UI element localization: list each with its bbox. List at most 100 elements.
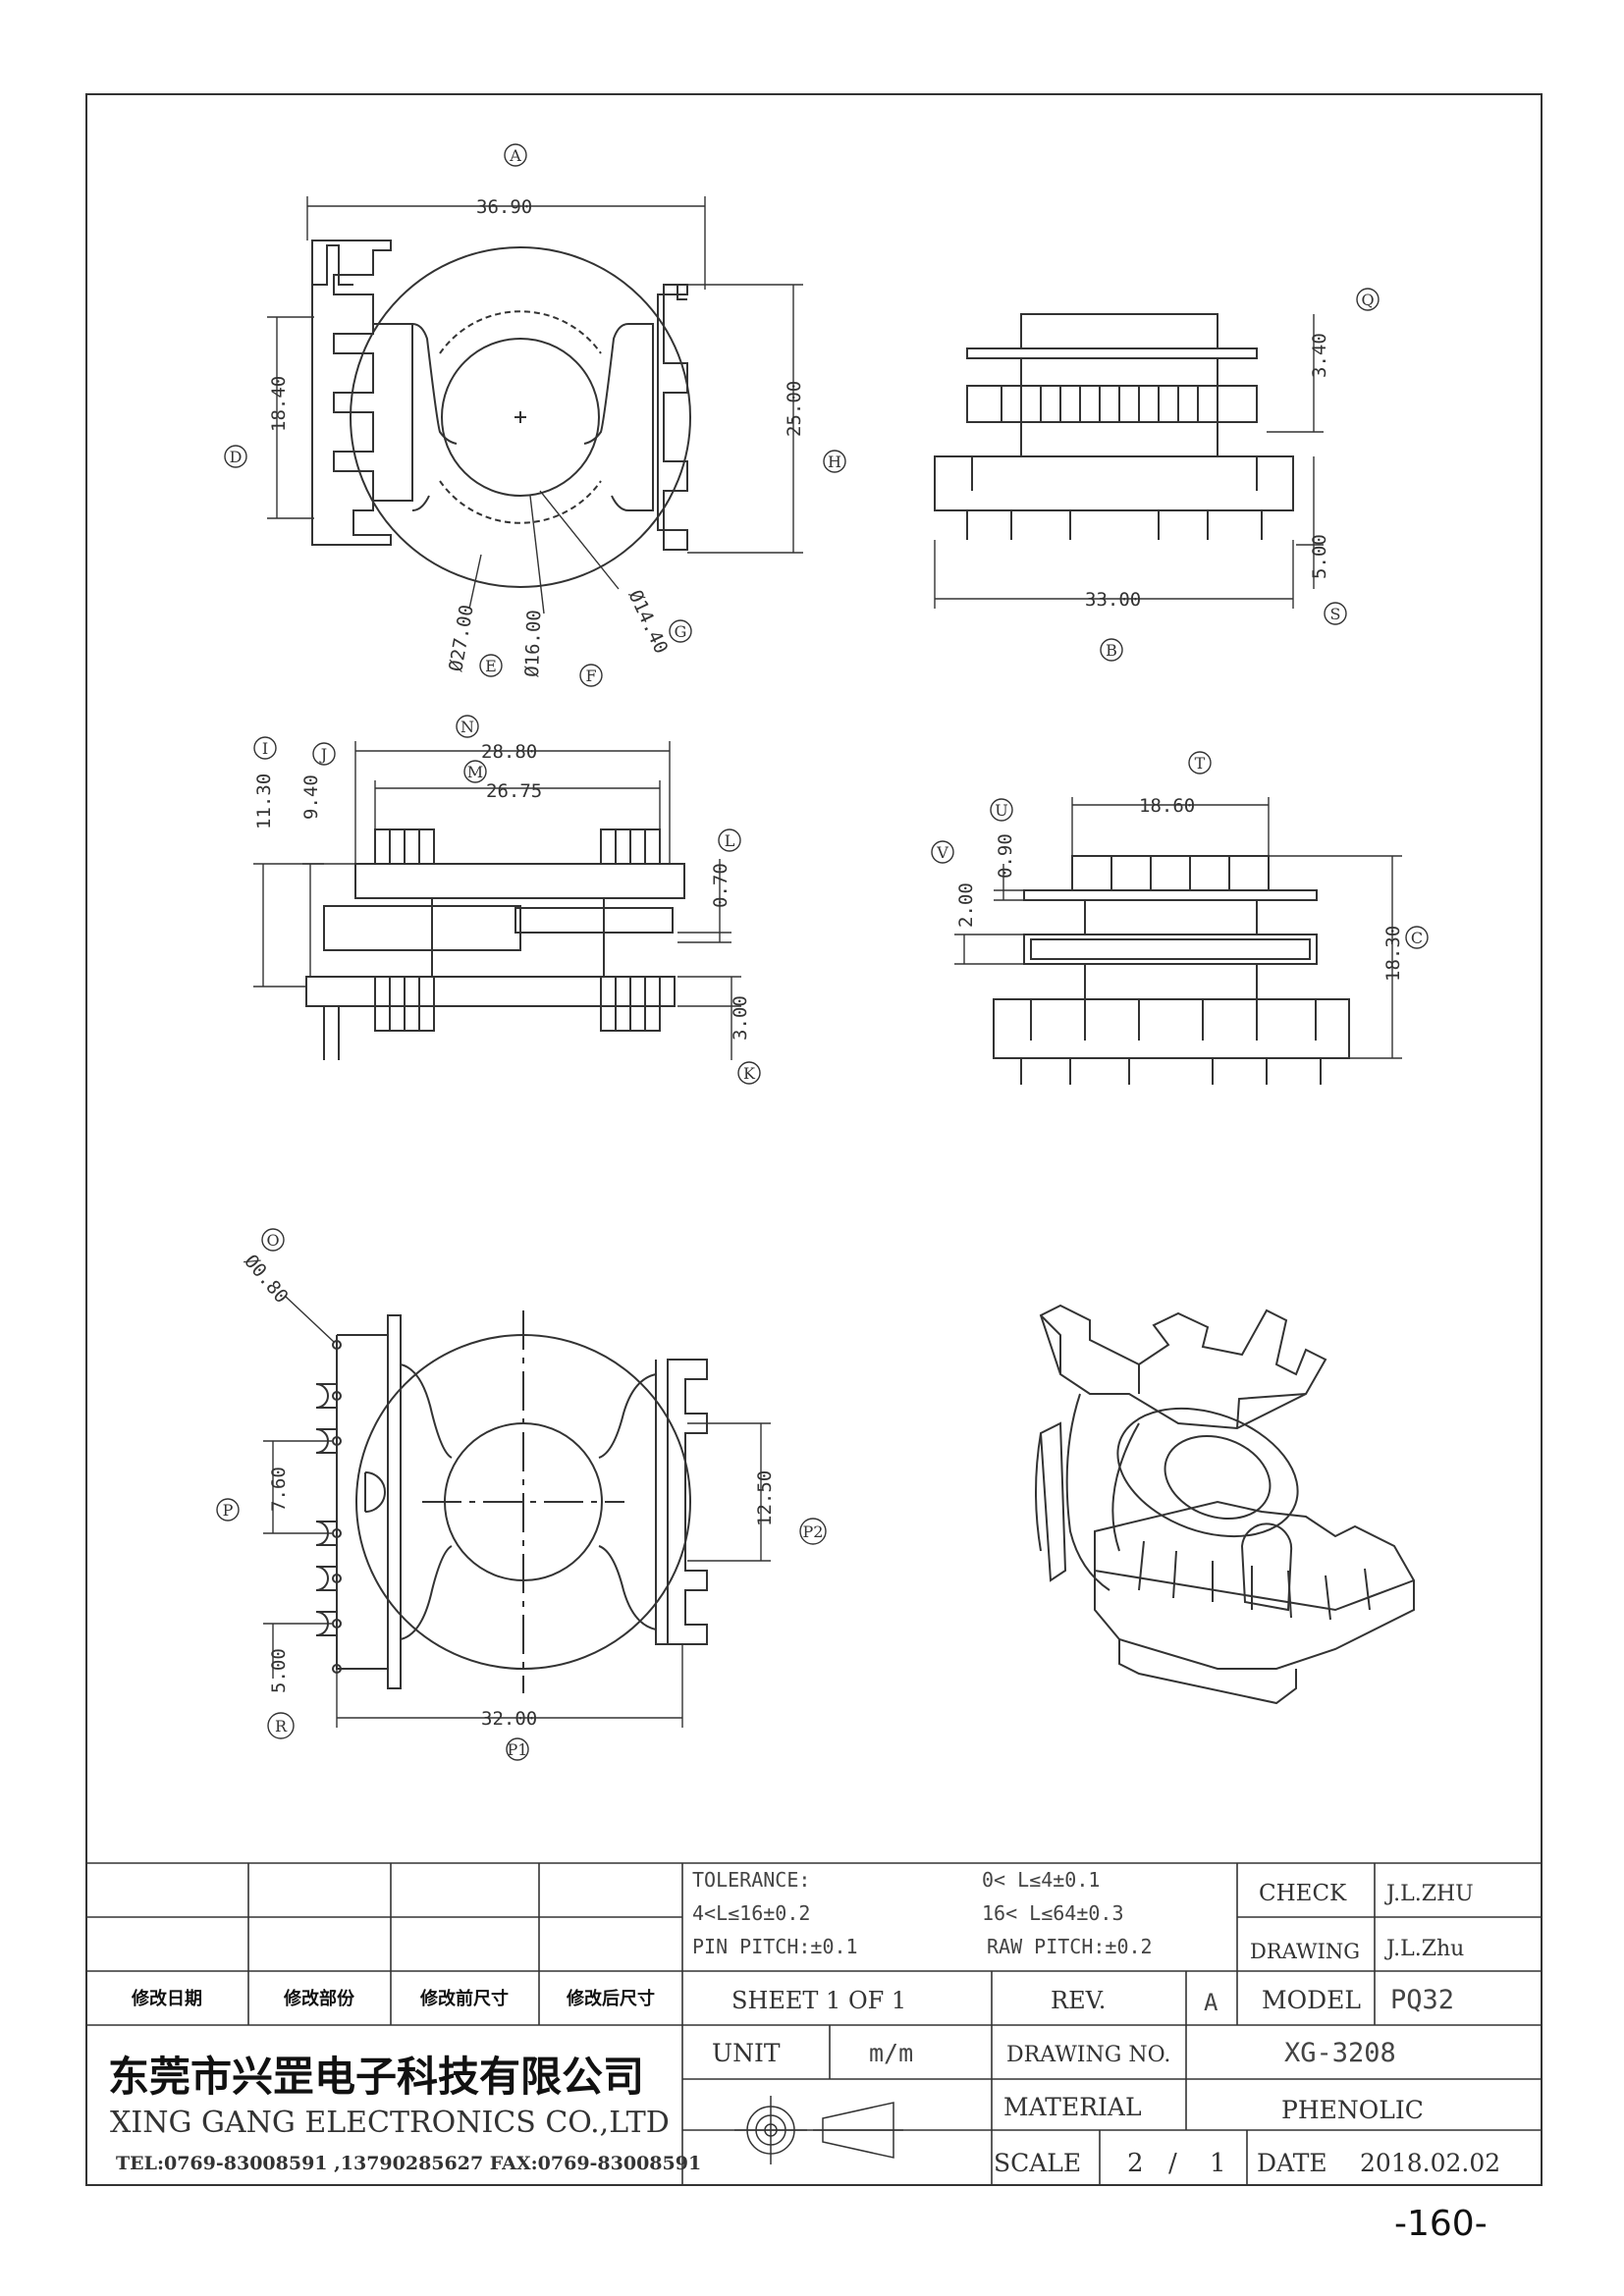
scale-num: 2: [1127, 2149, 1144, 2178]
rev-header-date: 修改日期: [131, 1988, 202, 2009]
date-value: 2018.02.02: [1360, 2149, 1500, 2177]
dim-f: Ø16.00: [521, 610, 545, 677]
dim-t: 18.60: [1139, 795, 1195, 817]
unit-label: UNIT: [712, 2039, 781, 2067]
rev-header-part: 修改部份: [283, 1988, 355, 2009]
dim-d: 18.40: [268, 376, 290, 432]
right-view-dims: [954, 797, 1402, 1059]
svg-text:P1: P1: [508, 1740, 528, 1759]
svg-text:I: I: [262, 739, 268, 758]
sheet-border: [85, 93, 1543, 2186]
svg-text:P2: P2: [803, 1522, 824, 1541]
tolerance-3: 16< L≤64±0.3: [982, 1901, 1124, 1925]
company-name-cn: 东莞市兴罡电子科技有限公司: [108, 2053, 644, 2101]
top-view-dims: [267, 196, 803, 614]
dim-v: 2.00: [955, 882, 977, 928]
dim-h: 25.00: [784, 381, 805, 437]
svg-text:F: F: [585, 667, 596, 685]
dim-b: 33.00: [1085, 589, 1141, 611]
view-label-letters: A D H E F G B Q S I J N M L K T U V C O …: [223, 146, 1424, 1759]
dim-n: 28.80: [481, 741, 537, 763]
svg-text:B: B: [1106, 641, 1117, 660]
svg-text:A: A: [509, 146, 521, 165]
dim-p2: 12.50: [754, 1470, 776, 1526]
dim-p1: 5.00: [268, 1648, 290, 1693]
svg-text:E: E: [485, 657, 497, 675]
unit-value: m/m: [869, 2039, 913, 2067]
svg-text:D: D: [230, 448, 243, 466]
svg-text:C: C: [1411, 929, 1423, 947]
svg-text:J: J: [319, 745, 327, 764]
svg-text:G: G: [675, 622, 687, 641]
drawing-value: J.L.Zhu: [1384, 1937, 1464, 1961]
svg-text:V: V: [936, 843, 948, 862]
svg-text:U: U: [995, 801, 1007, 820]
svg-text:K: K: [743, 1064, 756, 1083]
dim-k: 3.00: [730, 995, 751, 1041]
title-block-grid: [86, 1862, 1542, 2185]
scale-den: 1: [1210, 2149, 1226, 2178]
svg-text:N: N: [460, 718, 474, 736]
isometric-view: [1035, 1304, 1415, 1705]
pin-pitch: PIN PITCH:±0.1: [692, 1935, 858, 1958]
check-label: CHECK: [1259, 1881, 1347, 1906]
page-number: -160-: [1394, 2204, 1488, 2244]
scale-label: SCALE: [994, 2149, 1081, 2177]
dim-u: 0.90: [995, 833, 1016, 879]
drawing-no-value: XG-3208: [1284, 2038, 1396, 2068]
svg-text:M: M: [467, 763, 483, 781]
top-view: [311, 240, 691, 588]
dim-j: 9.40: [300, 774, 322, 820]
dim-c: 18.30: [1382, 926, 1404, 982]
rev-value: A: [1204, 1989, 1218, 2016]
dim-m: 26.75: [486, 780, 542, 802]
rev-header-after: 修改后尺寸: [566, 1988, 655, 2009]
scale-sep: /: [1168, 2149, 1177, 2178]
drawing-no-label: DRAWING NO.: [1006, 2043, 1170, 2067]
svg-text:T: T: [1195, 754, 1206, 773]
sheet-info: SHEET 1 OF 1: [731, 1987, 906, 2014]
material-label: MATERIAL: [1003, 2093, 1142, 2121]
company-contact: TEL:0769-83008591 ,13790285627 FAX:0769-…: [116, 2153, 701, 2174]
dim-g: Ø14.40: [623, 587, 672, 658]
front-view-dims: [934, 314, 1324, 609]
front-view: [934, 313, 1294, 540]
model-value: PQ32: [1390, 1985, 1454, 2015]
side-view-dims: [253, 741, 741, 1060]
dim-e: Ø27.00: [445, 603, 478, 672]
dim-l: 0.70: [710, 863, 731, 908]
material-value: PHENOLIC: [1281, 2096, 1424, 2124]
rev-header-before: 修改前尺寸: [419, 1988, 509, 2009]
company-name-en: XING GANG ELECTRONICS CO.,LTD: [110, 2106, 670, 2140]
svg-text:H: H: [828, 453, 841, 471]
svg-text:Q: Q: [1361, 291, 1374, 309]
side-view: [305, 828, 685, 1060]
date-label: DATE: [1257, 2149, 1327, 2177]
dim-p: 7.60: [268, 1467, 290, 1512]
model-label: MODEL: [1262, 1986, 1361, 2014]
check-value: J.L.ZHU: [1384, 1882, 1474, 1906]
right-view: [993, 855, 1350, 1085]
projection-symbol-icon: [734, 2096, 903, 2164]
svg-text:R: R: [275, 1717, 288, 1735]
dim-i: 11.30: [253, 774, 275, 829]
dim-q: 3.40: [1309, 333, 1330, 378]
dim-s: 5.00: [1309, 534, 1330, 579]
raw-pitch: RAW PITCH:±0.2: [987, 1935, 1153, 1958]
bottom-view-dims: [263, 1295, 771, 1728]
svg-text:P: P: [223, 1501, 234, 1520]
svg-text:O: O: [266, 1231, 279, 1250]
tolerance-1: 0< L≤4±0.1: [982, 1868, 1100, 1892]
rev-label: REV.: [1051, 1987, 1106, 2014]
tolerance-title: TOLERANCE:: [692, 1868, 810, 1892]
svg-text:S: S: [1330, 605, 1341, 623]
tolerance-2: 4<L≤16±0.2: [692, 1901, 810, 1925]
bottom-view: [315, 1310, 708, 1693]
dim-a: 36.90: [476, 196, 532, 218]
dim-r: 32.00: [481, 1708, 537, 1730]
dim-o: Ø0.80: [240, 1251, 293, 1308]
drawing-label: DRAWING: [1250, 1940, 1360, 1963]
view-labels: [216, 143, 1429, 1761]
svg-text:L: L: [725, 831, 735, 850]
